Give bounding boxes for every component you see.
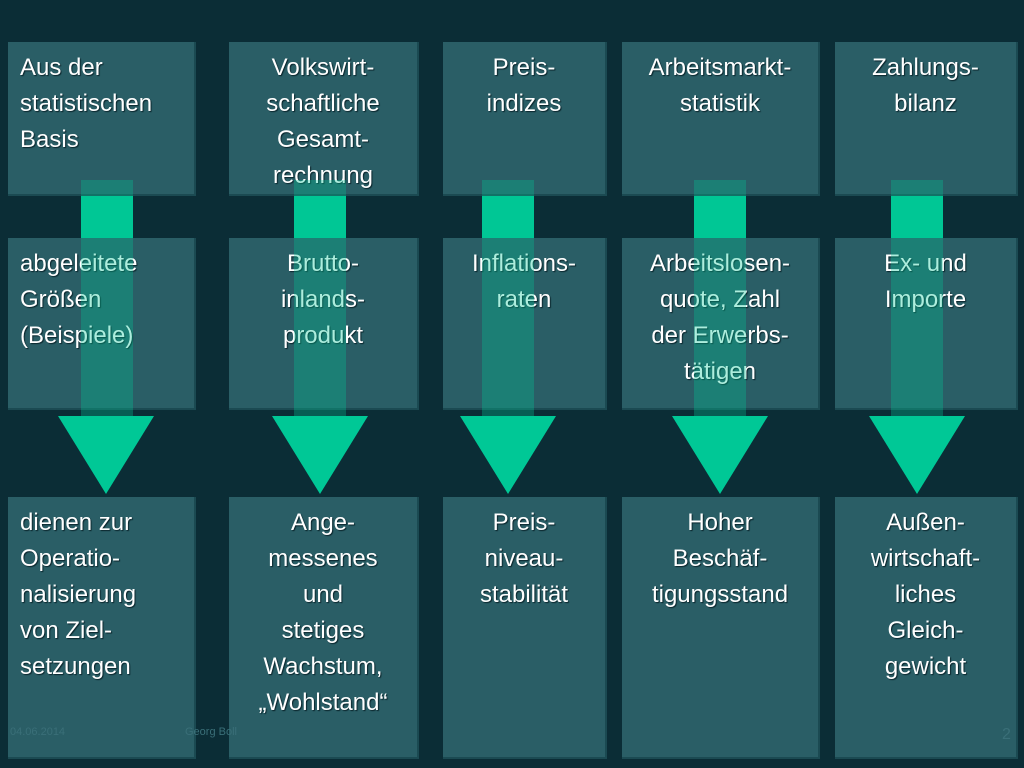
col3-bottom-box: Preis- niveau- stabilität: [443, 497, 607, 759]
col3-middle-box: Inflations- raten: [443, 238, 607, 410]
col4-top-box: Arbeitsmarkt- statistik: [622, 42, 820, 196]
col3-top-box: Preis- indizes: [443, 42, 607, 196]
col4-middle-box: Arbeitslosen- quote, Zahl der Erwerbs- t…: [622, 238, 820, 410]
slide-number: 2: [1002, 726, 1011, 743]
col1-middle-box: abgeleitete Größen (Beispiele): [8, 238, 196, 410]
col5-top-box: Zahlungs- bilanz: [835, 42, 1018, 196]
footer-date: 04.06.2014: [10, 726, 66, 738]
col1-top-box: Aus der statistischen Basis: [8, 42, 196, 196]
col2-bottom-box: Ange- messenes und stetiges Wachstum, „W…: [229, 497, 419, 759]
col5-middle-box: Ex- und Importe: [835, 238, 1018, 410]
col1-bottom-box: dienen zur Operatio- nalisierung von Zie…: [8, 497, 196, 759]
col4-bottom-box: Hoher Beschäf- tigungsstand: [622, 497, 820, 759]
col5-bottom-box: Außen- wirtschaft- liches Gleich- gewich…: [835, 497, 1018, 759]
col2-middle-box: Brutto- inlands- produkt: [229, 238, 419, 410]
footer-author: Georg Boll: [185, 726, 237, 738]
col2-top-box: Volkswirt- schaftliche Gesamt- rechnung: [229, 42, 419, 196]
